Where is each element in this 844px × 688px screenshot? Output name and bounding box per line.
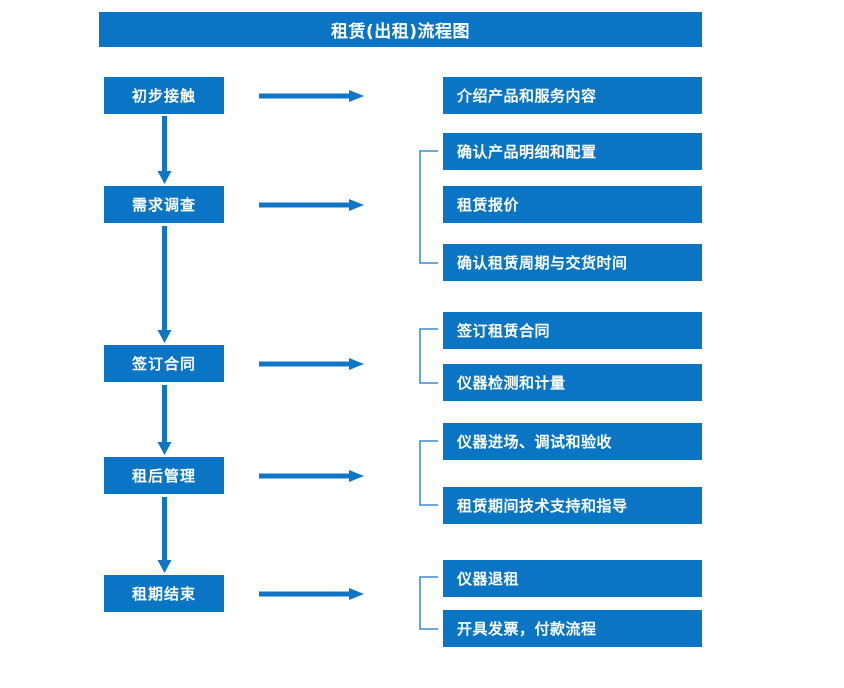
stage-box-initial-contact[interactable]: 初步接触 (104, 77, 224, 114)
bracket-manage-group (419, 440, 438, 506)
arrow-stage-5-to-details (259, 588, 364, 600)
detail-box-technical-support[interactable]: 租赁期间技术支持和指导 (443, 487, 702, 524)
arrow-survey-to-contract (157, 226, 172, 343)
page-title: 租赁(出租)流程图 (99, 12, 702, 47)
detail-label: 签订租赁合同 (457, 322, 551, 340)
detail-label: 租赁期间技术支持和指导 (457, 497, 628, 515)
detail-box-instrument-arrival-commissioning[interactable]: 仪器进场、调试和验收 (443, 423, 702, 460)
stage-label: 租期结束 (131, 585, 196, 603)
arrow-stage-1-to-details (259, 90, 364, 102)
detail-box-confirm-product-spec[interactable]: 确认产品明细和配置 (443, 133, 702, 170)
detail-box-sign-rental-contract[interactable]: 签订租赁合同 (443, 312, 702, 349)
stage-label: 初步接触 (131, 87, 196, 105)
arrow-manage-to-end (157, 497, 172, 573)
detail-label: 租赁报价 (457, 196, 520, 214)
detail-box-introduce-products[interactable]: 介绍产品和服务内容 (443, 77, 702, 114)
bracket-end-group (419, 576, 438, 630)
detail-box-instrument-return[interactable]: 仪器退租 (443, 560, 702, 597)
detail-label: 仪器进场、调试和验收 (457, 433, 613, 451)
stage-label: 需求调查 (131, 196, 196, 214)
arrow-stage-4-to-details (259, 470, 364, 482)
arrow-contract-to-manage (157, 385, 172, 455)
detail-box-invoice-payment[interactable]: 开具发票，付款流程 (443, 610, 702, 647)
stage-label: 租后管理 (131, 467, 196, 485)
detail-label: 介绍产品和服务内容 (457, 87, 597, 105)
arrow-stage-2-to-details (259, 199, 364, 211)
detail-label: 确认租赁周期与交货时间 (457, 254, 628, 272)
stage-label: 签订合同 (131, 355, 196, 373)
bracket-survey-group (419, 150, 438, 264)
detail-label: 开具发票，付款流程 (457, 620, 597, 638)
bracket-contract-group (419, 328, 438, 384)
detail-box-rental-quote[interactable]: 租赁报价 (443, 186, 702, 223)
detail-label: 仪器退租 (457, 570, 520, 588)
detail-label: 确认产品明细和配置 (457, 143, 597, 161)
arrow-contact-to-survey (157, 116, 172, 184)
arrow-stage-3-to-details (259, 358, 364, 370)
detail-box-instrument-inspection[interactable]: 仪器检测和计量 (443, 364, 702, 401)
stage-box-demand-survey[interactable]: 需求调查 (104, 186, 224, 223)
detail-label: 仪器检测和计量 (457, 374, 566, 392)
stage-box-rental-end[interactable]: 租期结束 (104, 575, 224, 612)
stage-box-post-rental-management[interactable]: 租后管理 (104, 457, 224, 494)
stage-box-sign-contract[interactable]: 签订合同 (104, 345, 224, 382)
detail-box-confirm-period-delivery[interactable]: 确认租赁周期与交货时间 (443, 244, 702, 281)
